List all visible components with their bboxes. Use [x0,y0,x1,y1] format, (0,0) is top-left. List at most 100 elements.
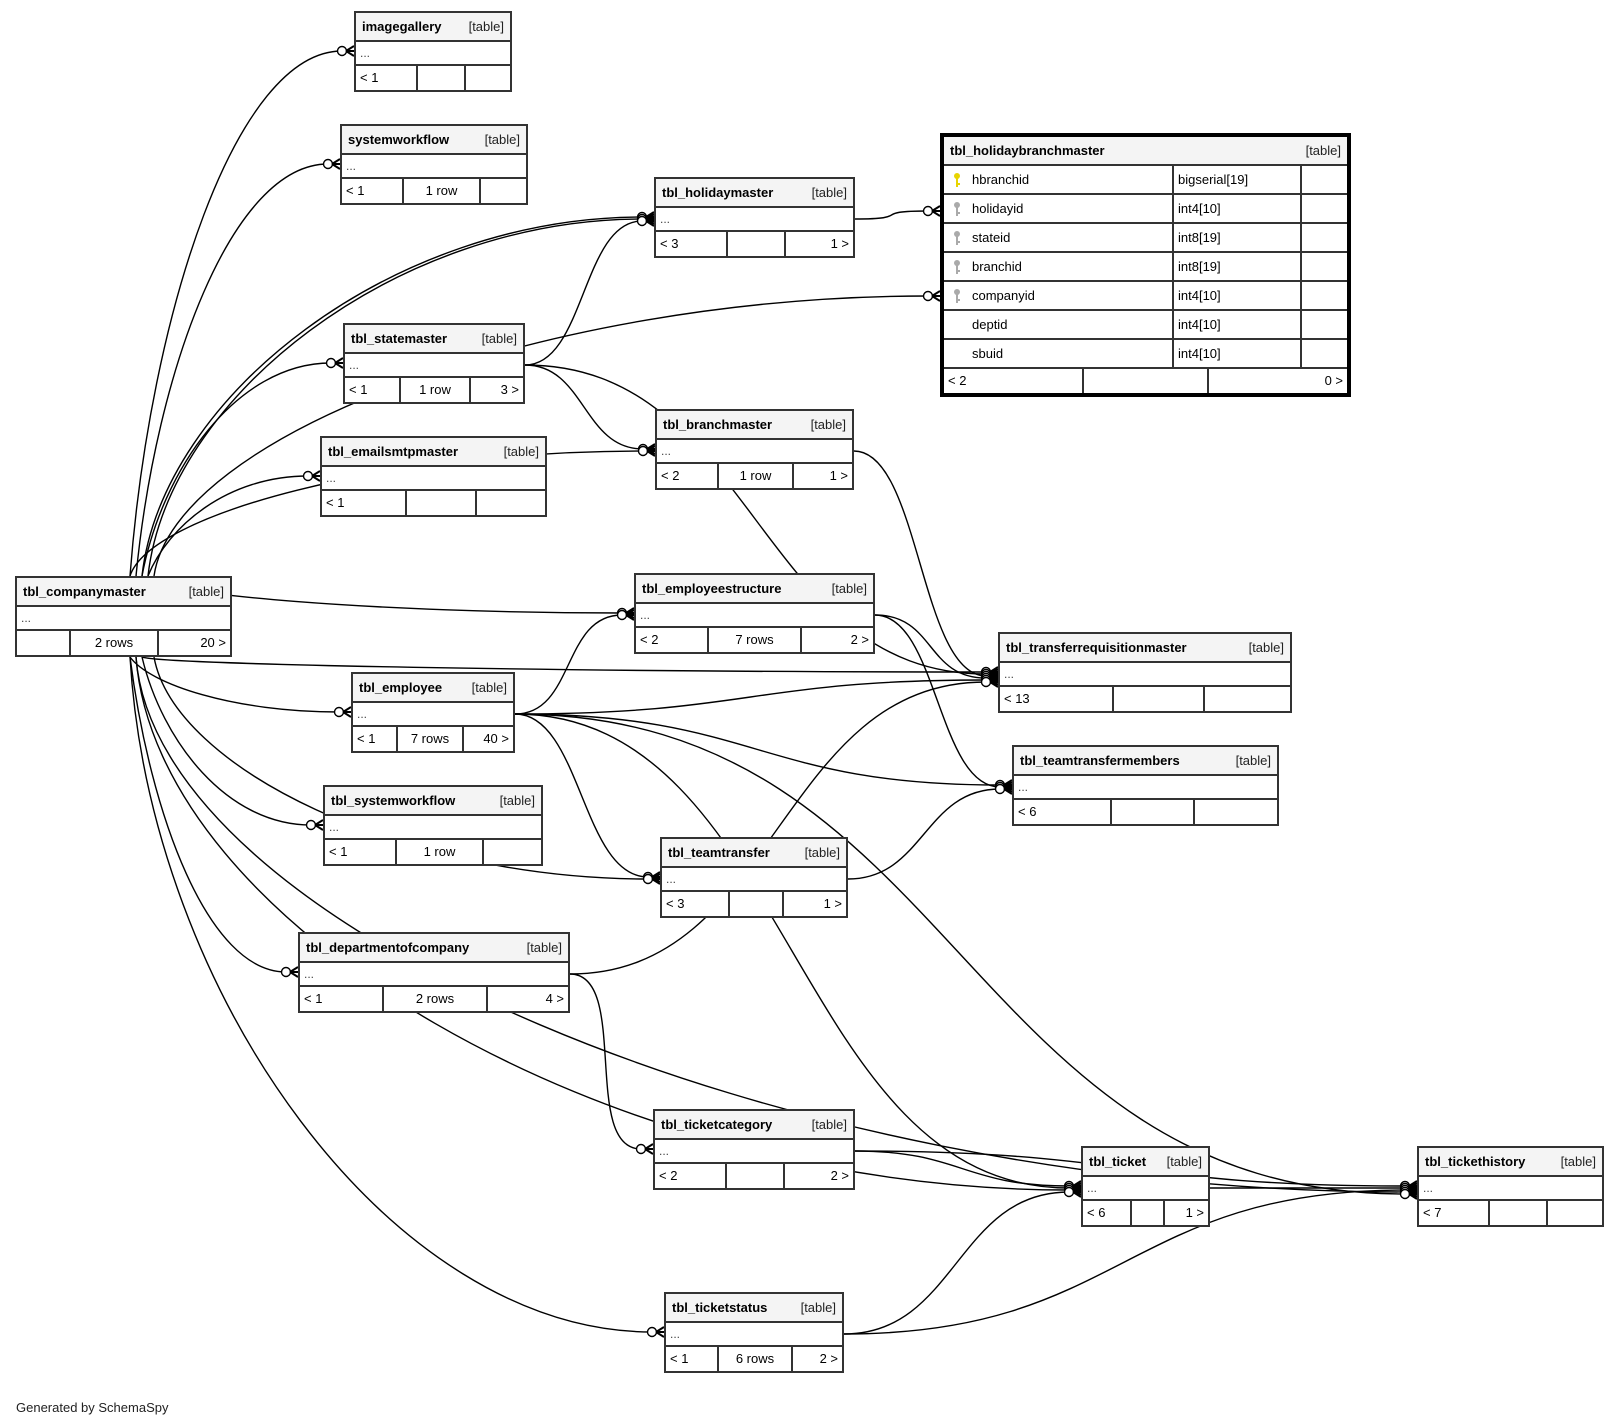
table-tbl-departmentofcompany[interactable]: tbl_departmentofcompany [table] ... < 1 … [298,932,570,1013]
relationship-edge[interactable] [524,220,643,366]
table-tbl-ticket[interactable]: tbl_ticket [table] ... < 6 1 > [1081,1146,1210,1227]
column-name[interactable]: companyid [972,288,1035,303]
parent-count[interactable]: < 1 [345,378,401,402]
relationship-edge[interactable] [843,1191,1070,1335]
child-count[interactable]: 1 > [823,896,842,911]
relationship-edge[interactable] [153,656,649,880]
parent-count[interactable]: < 1 [353,727,398,751]
parent-count[interactable]: < 1 [666,1347,719,1371]
column-name[interactable]: stateid [972,230,1011,245]
table-tbl-tickethistory[interactable]: tbl_tickethistory [table] ... < 7 [1417,1146,1604,1227]
child-count[interactable]: 1 > [1185,1205,1204,1220]
relationship-edge[interactable] [853,450,987,677]
relationship-edge[interactable] [141,362,332,577]
child-count[interactable] [484,840,541,864]
relationship-edge[interactable] [514,713,649,878]
relationship-edge[interactable] [847,788,1001,880]
child-count[interactable]: 2 > [850,632,869,647]
table-systemworkflow[interactable]: systemworkflow [table] ... < 1 1 row [340,124,528,205]
table-tbl-transferrequisitionmaster[interactable]: tbl_transferrequisitionmaster [table] ..… [998,632,1292,713]
child-count[interactable] [1205,687,1290,711]
table-name[interactable]: tbl_holidaybranchmaster [950,143,1105,158]
parent-count[interactable]: < 3 [656,232,728,256]
relationship-edge[interactable] [129,50,343,577]
relationship-edge[interactable] [843,1189,1406,1335]
relationship-edge[interactable] [129,656,340,713]
relationship-edge[interactable] [129,656,287,973]
table-name[interactable]: tbl_ticketcategory [661,1117,773,1132]
relationship-edge[interactable] [874,614,1001,788]
table-tbl-emailsmtpmaster[interactable]: tbl_emailsmtpmaster [table] ... < 1 [320,436,547,517]
child-count[interactable] [1195,800,1277,824]
table-name[interactable]: tbl_holidaymaster [662,185,774,200]
table-tbl-ticketstatus[interactable]: tbl_ticketstatus [table] ... < 1 6 rows … [664,1292,844,1373]
table-imagegallery[interactable]: imagegallery [table] ... < 1 [354,11,512,92]
child-count[interactable]: 2 > [830,1168,849,1183]
relationship-edge[interactable] [147,218,643,577]
table-tbl-statemaster[interactable]: tbl_statemaster [table] ... < 1 1 row 3 … [343,323,525,404]
parent-count[interactable] [17,631,71,655]
table-tbl-teamtransfer[interactable]: tbl_teamtransfer [table] ... < 3 1 > [660,837,848,918]
table-name[interactable]: systemworkflow [348,132,450,147]
table-name[interactable]: tbl_tickethistory [1425,1154,1526,1169]
parent-count[interactable]: < 1 [325,840,397,864]
table-tbl-employeestructure[interactable]: tbl_employeestructure [table] ... < 2 7 … [634,573,875,654]
relationship-edge[interactable] [135,656,1070,1191]
table-tbl-ticketcategory[interactable]: tbl_ticketcategory [table] ... < 2 2 > [653,1109,855,1190]
parent-count[interactable]: < 6 [1014,800,1112,824]
child-count[interactable]: 3 > [500,382,519,397]
parent-count[interactable]: < 7 [1419,1201,1490,1225]
parent-count[interactable]: < 2 [657,464,719,488]
child-count[interactable]: 1 > [829,468,848,483]
child-count[interactable] [477,491,545,515]
table-name[interactable]: tbl_ticketstatus [672,1300,768,1315]
table-name[interactable]: tbl_transferrequisitionmaster [1006,640,1187,655]
column-name[interactable]: deptid [972,317,1008,332]
column-name[interactable]: branchid [972,259,1022,274]
relationship-edge[interactable] [569,973,642,1150]
parent-count[interactable]: < 1 [356,66,418,90]
relationship-edge[interactable] [135,163,329,577]
table-name[interactable]: tbl_employee [359,680,443,695]
relationship-edge[interactable] [514,679,987,715]
relationship-edge[interactable] [514,713,1001,786]
table-tbl-employee[interactable]: tbl_employee [table] ... < 1 7 rows 40 > [351,672,515,753]
parent-count[interactable]: < 2 [655,1164,727,1188]
relationship-edge[interactable] [514,713,1406,1195]
table-tbl-companymaster[interactable]: tbl_companymaster [table] ... 2 rows 20 … [15,576,232,657]
table-tbl-holidaymaster[interactable]: tbl_holidaymaster [table] ... < 3 1 > [654,177,855,258]
table-name[interactable]: tbl_systemworkflow [331,793,456,808]
relationship-edge[interactable] [569,681,987,975]
table-name[interactable]: tbl_employeestructure [642,581,782,596]
parent-count[interactable]: < 2 [944,369,1084,393]
relationship-edge[interactable] [854,1150,1070,1187]
parent-count[interactable]: < 2 [636,628,709,652]
child-count[interactable] [1548,1201,1602,1225]
table-name[interactable]: imagegallery [362,19,442,34]
relationship-edge[interactable] [854,210,929,220]
relationship-edge[interactable] [141,656,312,826]
relationship-edge[interactable] [514,713,1070,1189]
table-tbl-systemworkflow[interactable]: tbl_systemworkflow [table] ... < 1 1 row [323,785,543,866]
column-name[interactable]: hbranchid [972,172,1030,187]
table-name[interactable]: tbl_teamtransfermembers [1020,753,1180,768]
relationship-edge[interactable] [874,614,987,679]
column-name[interactable]: sbuid [972,346,1004,361]
relationship-edge[interactable] [514,614,623,715]
table-name[interactable]: tbl_companymaster [23,584,146,599]
table-tbl-branchmaster[interactable]: tbl_branchmaster [table] ... < 2 1 row 1… [655,409,854,490]
table-name[interactable]: tbl_branchmaster [663,417,773,432]
relationship-edge[interactable] [129,656,653,1333]
table-name[interactable]: tbl_emailsmtpmaster [328,444,459,459]
child-count[interactable]: 4 > [545,991,564,1006]
parent-count[interactable]: < 1 [300,987,384,1011]
child-count[interactable] [481,179,526,203]
child-count[interactable]: 40 > [483,731,509,746]
parent-count[interactable]: < 1 [342,179,404,203]
child-count[interactable]: 2 > [819,1351,838,1366]
child-count[interactable]: 0 > [1324,373,1343,388]
relationship-edge[interactable] [141,216,643,577]
table-name[interactable]: tbl_departmentofcompany [306,940,470,955]
parent-count[interactable]: < 3 [662,892,730,916]
parent-count[interactable]: < 6 [1083,1201,1132,1225]
